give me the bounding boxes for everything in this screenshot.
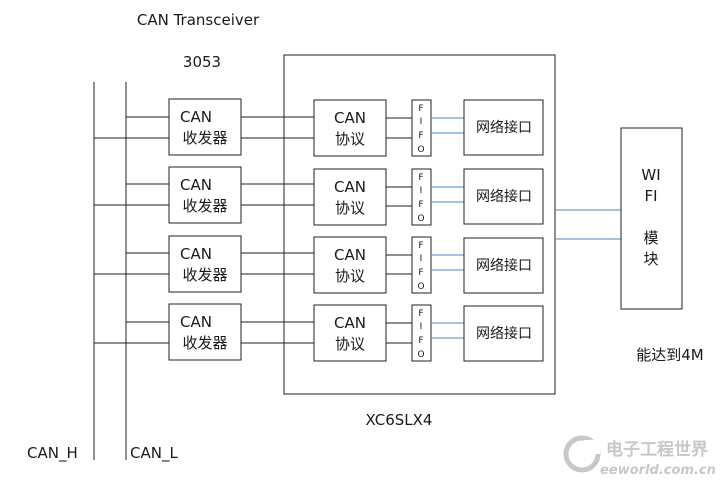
network-interface-box bbox=[463, 237, 544, 294]
can-transceiver-box bbox=[168, 166, 242, 224]
can-protocol-box bbox=[313, 168, 387, 226]
network-interface-label: 网络接口 bbox=[476, 257, 532, 274]
fifo-letter: O bbox=[417, 282, 424, 292]
transceiver-label-1: CAN bbox=[180, 245, 212, 263]
transceiver-label-1: CAN bbox=[180, 313, 212, 331]
network-interface-label: 网络接口 bbox=[476, 325, 532, 342]
protocol-label-1: CAN bbox=[334, 314, 366, 332]
speed-note: 能达到4M bbox=[636, 346, 704, 364]
wifi-label-1: WI bbox=[641, 166, 660, 184]
fifo-box bbox=[411, 304, 432, 362]
fifo-letter: I bbox=[420, 117, 423, 127]
can-transceiver-box bbox=[168, 303, 242, 361]
can-h-label: CAN_H bbox=[27, 444, 78, 463]
can-transceiver-box bbox=[168, 98, 242, 156]
fifo-box bbox=[411, 99, 432, 157]
fifo-letter: I bbox=[420, 186, 423, 196]
fifo-letter: F bbox=[418, 200, 423, 210]
protocol-label-2: 协议 bbox=[335, 199, 365, 217]
wifi-label-4: 块 bbox=[643, 250, 658, 268]
can-l-label: CAN_L bbox=[130, 444, 178, 463]
network-interface-box bbox=[463, 168, 544, 225]
transceiver-label-1: CAN bbox=[180, 176, 212, 194]
network-interface-box bbox=[463, 99, 544, 156]
fifo-letter: F bbox=[418, 336, 423, 346]
transceiver-title: CAN Transceiver bbox=[137, 11, 260, 29]
channel-3: CAN 收发器 CAN 协议 F I F O 网络接口 bbox=[94, 235, 544, 294]
channel-1: CAN 收发器 CAN 协议 F I F O 网络接口 bbox=[94, 98, 544, 157]
network-interface-box bbox=[463, 305, 544, 362]
can-transceiver-box bbox=[168, 235, 242, 293]
fifo-letter: O bbox=[417, 145, 424, 155]
transceiver-label-2: 收发器 bbox=[182, 129, 227, 147]
fifo-letter: F bbox=[418, 241, 423, 251]
fifo-letter: I bbox=[420, 322, 423, 332]
fifo-letter: F bbox=[418, 309, 423, 319]
wifi-module-box bbox=[620, 127, 683, 310]
protocol-label-2: 协议 bbox=[335, 267, 365, 285]
transceiver-label-2: 收发器 bbox=[182, 266, 227, 284]
fifo-letter: F bbox=[418, 131, 423, 141]
transceiver-label-1: CAN bbox=[180, 108, 212, 126]
can-protocol-box bbox=[313, 236, 387, 294]
fifo-box bbox=[411, 168, 432, 226]
can-protocol-box bbox=[313, 99, 387, 157]
protocol-label-2: 协议 bbox=[335, 335, 365, 353]
fifo-letter: F bbox=[418, 173, 423, 183]
channel-2: CAN 收发器 CAN 协议 F I F O 网络接口 bbox=[94, 166, 544, 226]
fifo-letter: F bbox=[418, 268, 423, 278]
fifo-letter: O bbox=[417, 350, 424, 360]
protocol-label-2: 协议 bbox=[335, 130, 365, 148]
wifi-label-3: 模 bbox=[643, 229, 658, 247]
protocol-label-1: CAN bbox=[334, 109, 366, 127]
wifi-label-2: FI bbox=[644, 187, 657, 205]
network-interface-label: 网络接口 bbox=[476, 119, 532, 136]
fifo-letter: I bbox=[420, 254, 423, 264]
eeworld-watermark: 电子工程世界 eeworld.com.cn bbox=[563, 435, 716, 478]
fifo-box bbox=[411, 236, 432, 294]
protocol-label-1: CAN bbox=[334, 178, 366, 196]
fifo-letter: F bbox=[418, 104, 423, 114]
can-protocol-box bbox=[313, 304, 387, 362]
protocol-label-1: CAN bbox=[334, 246, 366, 264]
fpga-name-label: XC6SLX4 bbox=[366, 411, 433, 429]
transceiver-label-2: 收发器 bbox=[182, 334, 227, 352]
transceiver-label-2: 收发器 bbox=[182, 197, 227, 215]
watermark-en: eeworld.com.cn bbox=[600, 463, 716, 478]
watermark-cn: 电子工程世界 bbox=[606, 439, 708, 460]
chip-3053-label: 3053 bbox=[183, 53, 221, 71]
network-interface-label: 网络接口 bbox=[476, 188, 532, 205]
fifo-letter: O bbox=[417, 214, 424, 224]
eeworld-logo-icon bbox=[563, 435, 601, 473]
channel-4: CAN 收发器 CAN 协议 F I F O 网络接口 bbox=[94, 303, 544, 362]
